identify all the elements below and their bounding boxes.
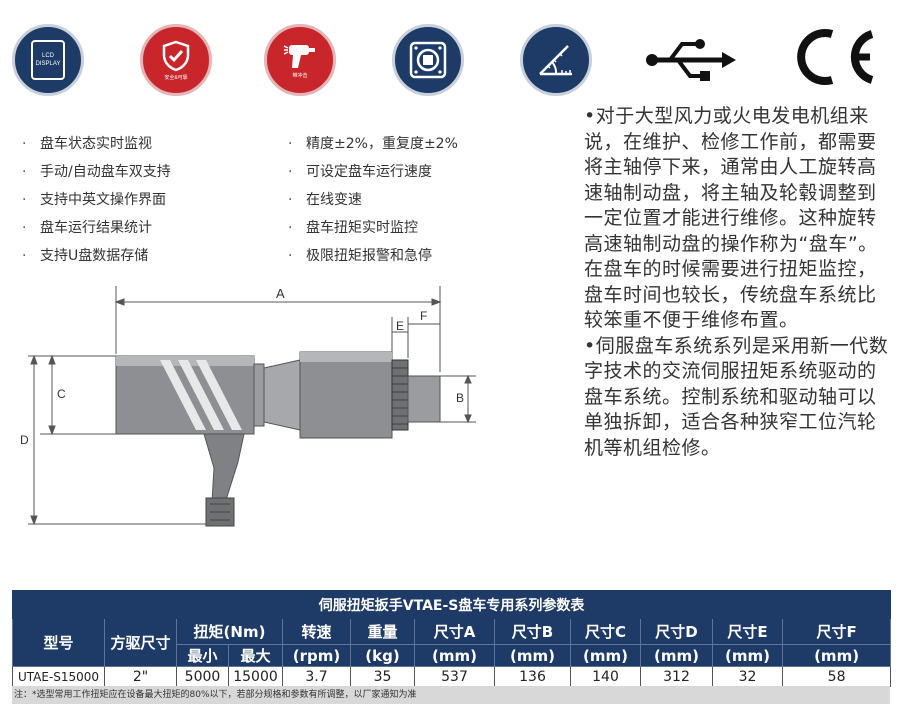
- cell-size-a: 537: [414, 666, 495, 687]
- header-torque-max: 最大: [228, 644, 283, 667]
- dimension-label-a: A: [276, 286, 285, 301]
- feature-item: ·盘车状态实时监视: [22, 136, 152, 152]
- lcd-display-icon: LCD DISPLAY: [12, 24, 84, 96]
- dimension-label-c: C: [57, 387, 66, 401]
- dimension-label-e: E: [396, 319, 404, 333]
- feature-item: ·支持U盘数据存储: [22, 248, 149, 264]
- lcd-line-1: LCD: [41, 53, 54, 59]
- product-description: •对于大型风力或火电发电机组来说，在维护、检修工作前，都需要将主轴停下来，通常由…: [584, 104, 890, 461]
- table-title: 伺服扭矩扳手VTAE-S盘车专用系列参数表: [11, 590, 892, 619]
- impact-gun-icon: 带冲击: [264, 24, 336, 96]
- cell-model: UTAE-S15000: [12, 666, 105, 687]
- cell-torque-min: 5000: [176, 666, 229, 687]
- cell-size-e: 32: [712, 666, 783, 687]
- spec-table: 伺服扭矩扳手VTAE-S盘车专用系列参数表 型号 方驱尺寸 扭矩(Nm) 转速 …: [11, 590, 892, 687]
- cell-speed: 3.7: [282, 666, 351, 687]
- feature-item: ·盘车扭矩实时监控: [288, 220, 418, 236]
- cell-size-d: 312: [640, 666, 713, 687]
- header-mm: (mm): [640, 644, 713, 667]
- gun-caption: 带冲击: [292, 73, 308, 79]
- feature-item: ·可设定盘车运行速度: [288, 164, 432, 180]
- header-mm: (mm): [494, 644, 571, 667]
- feature-item: ·在线变速: [288, 192, 362, 208]
- header-model: 型号: [12, 618, 105, 667]
- header-weight-unit: (kg): [350, 644, 415, 667]
- header-size-e: 尺寸E: [712, 618, 783, 645]
- cell-weight: 35: [350, 666, 415, 687]
- feature-item: ·盘车运行结果统计: [22, 220, 152, 236]
- header-size-d: 尺寸D: [640, 618, 713, 645]
- usb-icon: [644, 36, 738, 84]
- shield-caption: 安全&可靠: [164, 75, 188, 81]
- cell-torque-max: 15000: [228, 666, 283, 687]
- dimension-label-b: B: [456, 391, 464, 405]
- dimension-label-f: F: [420, 309, 427, 323]
- dimension-label-d: D: [20, 433, 29, 447]
- table-row: UTAE-S15000 2" 5000 15000 3.7 35 537 136…: [12, 666, 892, 687]
- header-weight: 重量: [350, 618, 415, 645]
- table-note: 注：*选型常用工作扭矩应在设备最大扭矩的80%以下，若部分规格和参数有所调整，以…: [12, 686, 890, 704]
- lcd-line-2: DISPLAY: [35, 61, 61, 67]
- cell-size-b: 136: [494, 666, 571, 687]
- header-speed-unit: (rpm): [282, 644, 351, 667]
- header-speed: 转速: [282, 618, 351, 645]
- header-size-a: 尺寸A: [414, 618, 495, 645]
- header-mm: (mm): [781, 644, 892, 667]
- feature-item: ·精度±2%，重复度±2%: [288, 136, 458, 152]
- header-torque: 扭矩(Nm): [176, 618, 283, 645]
- header-size-f: 尺寸F: [781, 618, 892, 645]
- shield-check-icon: 安全&可靠: [140, 24, 212, 96]
- cell-size-c: 140: [570, 666, 641, 687]
- feature-item: ·极限扭矩报警和急停: [288, 248, 432, 264]
- description-paragraph-2: •伺服盘车系统系列是采用新一代数字技术的交流伺服扭矩系统驱动的盘车系统。控制系统…: [584, 334, 889, 459]
- header-mm: (mm): [570, 644, 641, 667]
- cell-drive: 2": [104, 666, 177, 687]
- header-mm: (mm): [414, 644, 495, 667]
- header-mm: (mm): [712, 644, 783, 667]
- wrench-dimension-drawing: A E F C D B: [20, 286, 476, 527]
- header-torque-min: 最小: [176, 644, 229, 667]
- header-size-b: 尺寸B: [494, 618, 571, 645]
- features-left: ·盘车状态实时监视 ·手动/自动盘车双支持 ·支持中英文操作界面 ·盘车运行结果…: [22, 130, 171, 270]
- features-right: ·精度±2%，重复度±2% ·可设定盘车运行速度 ·在线变速 ·盘车扭矩实时监控…: [288, 130, 458, 270]
- square-drive-icon: [392, 24, 464, 96]
- ce-mark-icon: [796, 22, 876, 92]
- header-drive: 方驱尺寸: [104, 618, 177, 667]
- cell-size-f: 58: [781, 666, 892, 687]
- header-size-c: 尺寸C: [570, 618, 641, 645]
- description-paragraph-1: •对于大型风力或火电发电机组来说，在维护、检修工作前，都需要将主轴停下来，通常由…: [584, 105, 878, 331]
- feature-item: ·支持中英文操作界面: [22, 192, 166, 208]
- feature-item: ·手动/自动盘车双支持: [22, 164, 171, 180]
- angle-measure-icon: [520, 24, 592, 96]
